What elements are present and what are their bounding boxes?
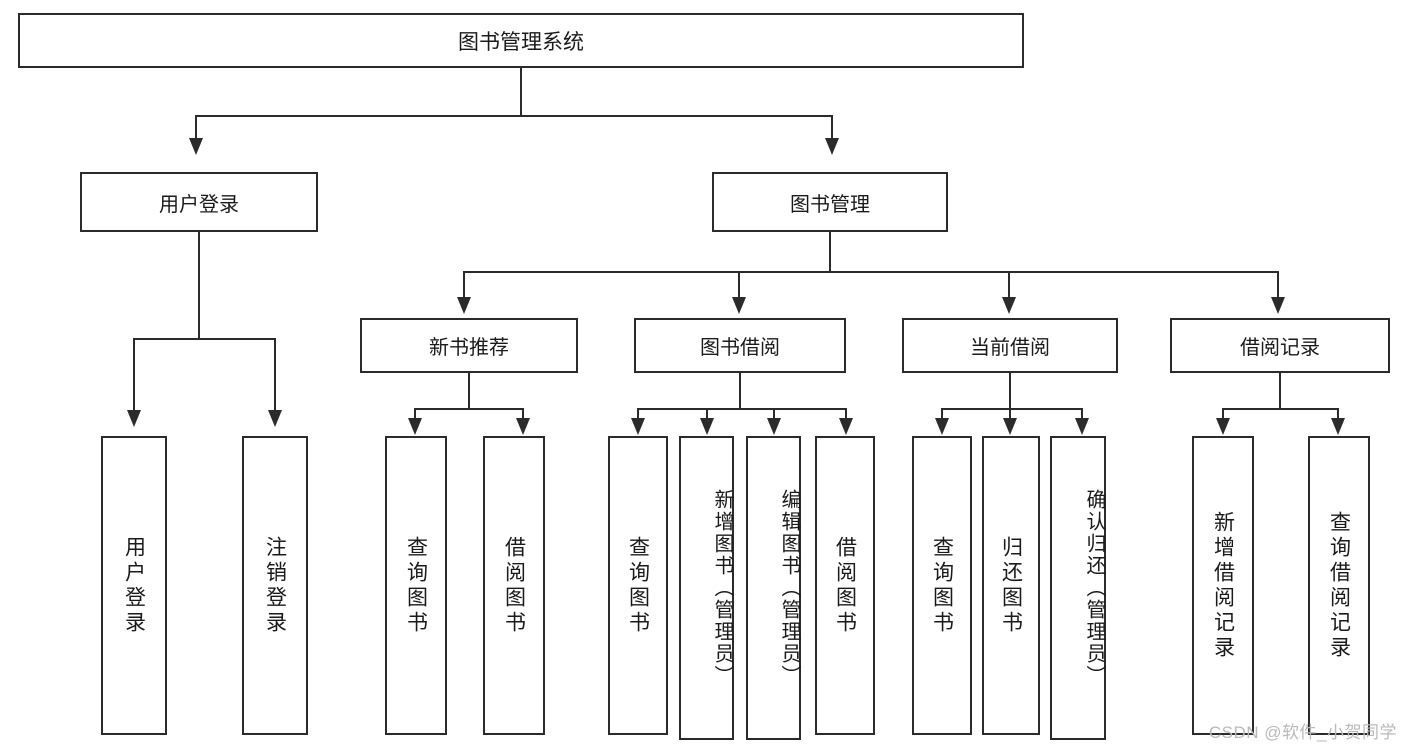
- arrow-root-to-login: [189, 138, 203, 155]
- node-label: 编辑图书（管理员）: [778, 489, 800, 687]
- node-current-borrow[interactable]: 当前借阅: [902, 318, 1118, 373]
- arrow-borrow-to-leaf-2: [700, 418, 714, 435]
- node-label: 新增借阅记录: [1211, 510, 1235, 661]
- arrow-borrow-to-leaf-4: [839, 418, 853, 435]
- arrow-recommend-to-leaf-2: [516, 418, 530, 435]
- arrow-login-to-leaf-2: [268, 410, 282, 427]
- node-label: 注销登录: [263, 535, 287, 636]
- leaf-confirm-return-admin[interactable]: 确认归还（管理员）: [1050, 436, 1106, 740]
- edge-records-to-leaf-1: [1222, 408, 1224, 422]
- leaf-borrow-book-recommend[interactable]: 借阅图书: [483, 436, 545, 735]
- node-label: 当前借阅: [970, 337, 1050, 359]
- arrow-root-to-bookmgmt: [825, 138, 839, 155]
- node-label: 查询图书: [626, 535, 650, 636]
- edge-root-bus: [195, 115, 833, 117]
- arrow-current-to-leaf-2: [1003, 418, 1017, 435]
- edge-recommend-bus: [414, 408, 524, 410]
- arrow-bookmgmt-to-l3-3: [1002, 297, 1016, 314]
- node-label: 确认归还（管理员）: [1083, 489, 1105, 687]
- node-label: 查询图书: [404, 535, 428, 636]
- edge-current-stem: [1009, 373, 1011, 410]
- edge-login-to-leaf-1: [133, 338, 135, 413]
- node-book-borrow[interactable]: 图书借阅: [634, 318, 846, 373]
- node-borrow-records[interactable]: 借阅记录: [1170, 318, 1390, 373]
- edge-bookmgmt-to-l3-3: [1008, 271, 1010, 301]
- node-new-book-recommend[interactable]: 新书推荐: [360, 318, 578, 373]
- leaf-return-book[interactable]: 归还图书: [982, 436, 1040, 735]
- edge-records-to-leaf-2: [1337, 408, 1339, 422]
- edge-bookmgmt-to-l3-2: [738, 271, 740, 301]
- edge-borrow-to-leaf-2: [706, 408, 708, 422]
- node-label: 查询图书: [930, 535, 954, 636]
- leaf-query-book-borrow[interactable]: 查询图书: [608, 436, 668, 735]
- arrow-borrow-to-leaf-3: [767, 418, 781, 435]
- arrow-borrow-to-leaf-1: [631, 418, 645, 435]
- node-label: 借阅记录: [1240, 337, 1320, 359]
- edge-bookmgmt-to-l3-4: [1277, 271, 1279, 301]
- leaf-borrow-book[interactable]: 借阅图书: [815, 436, 875, 735]
- arrow-records-to-leaf-1: [1216, 418, 1230, 435]
- leaf-query-borrow-record[interactable]: 查询借阅记录: [1308, 436, 1370, 735]
- leaf-add-book-admin[interactable]: 新增图书（管理员）: [679, 436, 734, 740]
- node-label: 图书借阅: [700, 337, 780, 359]
- edge-bookmgmt-bus: [463, 271, 1279, 273]
- node-label: 用户登录: [159, 193, 239, 216]
- edge-bookmgmt-to-l3-1: [463, 271, 465, 301]
- edge-root-stem: [520, 68, 522, 116]
- edge-root-to-bookmgmt: [831, 115, 833, 143]
- leaf-query-book-recommend[interactable]: 查询图书: [385, 436, 447, 735]
- leaf-user-login[interactable]: 用户登录: [101, 436, 167, 735]
- edge-recommend-to-leaf-1: [414, 408, 416, 422]
- edge-records-stem: [1279, 373, 1281, 410]
- arrow-bookmgmt-to-l3-2: [732, 297, 746, 314]
- edge-login-stem: [198, 232, 200, 340]
- node-label: 图书管理系统: [458, 30, 584, 54]
- node-label: 新增图书（管理员）: [711, 489, 733, 687]
- node-label: 查询借阅记录: [1327, 510, 1351, 661]
- node-label: 归还图书: [999, 535, 1023, 636]
- node-label: 用户登录: [122, 535, 146, 636]
- edge-current-to-leaf-2: [1009, 408, 1011, 422]
- edge-borrow-to-leaf-4: [845, 408, 847, 422]
- node-label: 新书推荐: [429, 337, 509, 359]
- arrow-bookmgmt-to-l3-1: [457, 297, 471, 314]
- edge-borrow-stem: [739, 373, 741, 410]
- edge-recommend-stem: [468, 373, 470, 410]
- node-label: 借阅图书: [833, 535, 857, 636]
- node-book-management[interactable]: 图书管理: [712, 172, 948, 232]
- node-label: 图书管理: [790, 193, 870, 216]
- edge-recommend-to-leaf-2: [522, 408, 524, 422]
- arrow-current-to-leaf-1: [935, 418, 949, 435]
- edge-login-to-leaf-2: [274, 338, 276, 413]
- leaf-add-borrow-record[interactable]: 新增借阅记录: [1192, 436, 1254, 735]
- edge-borrow-to-leaf-1: [637, 408, 639, 422]
- leaf-edit-book-admin[interactable]: 编辑图书（管理员）: [746, 436, 801, 740]
- arrow-current-to-leaf-3: [1075, 418, 1089, 435]
- edge-current-bus: [941, 408, 1083, 410]
- edge-borrow-bus: [637, 408, 847, 410]
- arrow-login-to-leaf-1: [127, 410, 141, 427]
- edge-records-bus: [1222, 408, 1339, 410]
- leaf-query-book-current[interactable]: 查询图书: [912, 436, 972, 735]
- watermark-csdn: CSDN @软件_小贺同学: [1208, 723, 1397, 742]
- arrow-recommend-to-leaf-1: [408, 418, 422, 435]
- arrow-records-to-leaf-2: [1331, 418, 1345, 435]
- edge-current-to-leaf-1: [941, 408, 943, 422]
- edge-root-to-login: [195, 115, 197, 143]
- edge-current-to-leaf-3: [1081, 408, 1083, 422]
- edge-bookmgmt-stem: [829, 232, 831, 272]
- node-user-login[interactable]: 用户登录: [80, 172, 318, 232]
- arrow-bookmgmt-to-l3-4: [1271, 297, 1285, 314]
- leaf-logout[interactable]: 注销登录: [242, 436, 308, 735]
- edge-borrow-to-leaf-3: [773, 408, 775, 422]
- node-label: 借阅图书: [502, 535, 526, 636]
- node-root-system[interactable]: 图书管理系统: [18, 13, 1024, 68]
- edge-login-bus: [133, 338, 276, 340]
